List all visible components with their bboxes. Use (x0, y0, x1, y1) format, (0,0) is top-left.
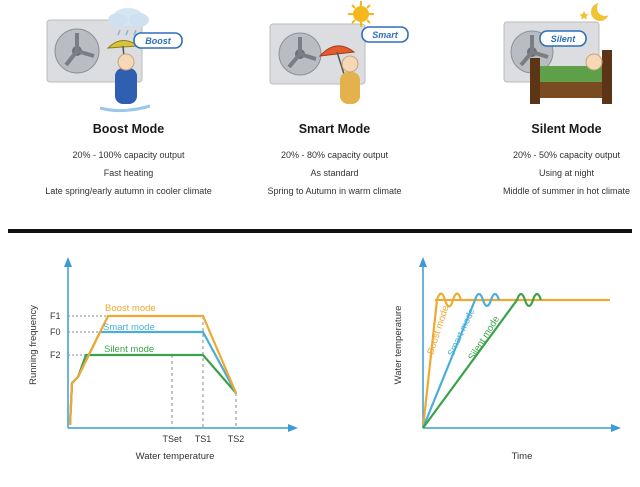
smart-illustration: Smart (269, 1, 409, 104)
y-axis-label: Water temperature (393, 306, 404, 385)
silent-illustration: Silent (503, 0, 613, 104)
usage-text: Fast heating (103, 168, 154, 178)
series-label-boost: Boost mode (105, 303, 156, 314)
x-tick-label: TS2 (228, 434, 245, 444)
capacity-text: 20% - 100% capacity output (72, 150, 185, 160)
x-tick-label: TS1 (195, 434, 212, 444)
rain-cloud-icon (108, 8, 149, 36)
svg-text:Silent: Silent (551, 34, 577, 44)
mode-title: Boost Mode (92, 122, 165, 136)
mode-title: Smart Mode (298, 122, 371, 136)
series-line-smart (421, 292, 501, 429)
chart-axes (64, 257, 298, 432)
season-text: Late spring/early autumn in cooler clima… (45, 186, 212, 196)
mode-card-smart: Smart Smart Mode 20% - 80% capacity outp… (228, 0, 441, 220)
y-tick-label: F0 (50, 327, 61, 337)
mode-card-boost: Boost Boost Mode 20% - 100% capacity out… (22, 0, 235, 220)
silent-bed (530, 50, 612, 104)
svg-text:Smart: Smart (372, 30, 399, 40)
y-axis-label: Running frequency (28, 305, 39, 385)
boost-character (99, 40, 151, 113)
temperature-chart: Boost mode Smart mode Silent mode Time W… (393, 257, 621, 462)
sun-icon (348, 1, 374, 27)
silent-badge: Silent (539, 30, 587, 47)
usage-text: As standard (310, 168, 359, 178)
capacity-text: 20% - 80% capacity output (280, 150, 389, 160)
mode-title: Silent Mode (531, 122, 602, 136)
series-label-silent: Silent mode (104, 344, 154, 355)
frequency-chart: Boost mode Smart mode Silent mode F1 F0 … (28, 257, 298, 462)
boost-badge: Boost (133, 32, 183, 49)
smart-character (318, 45, 360, 104)
section-divider (8, 229, 632, 233)
season-text: Middle of summer in hot climate (502, 186, 631, 196)
y-tick-label: F2 (50, 350, 61, 360)
series-line-silent (68, 353, 237, 426)
usage-text: Using at night (538, 168, 595, 178)
series-line-boost (68, 314, 238, 426)
moon-icon (579, 0, 613, 21)
x-axis-label: Water temperature (136, 451, 215, 462)
heat-pump-icon (269, 23, 366, 85)
series-line-silent (422, 292, 543, 429)
x-tick-label: TSet (162, 434, 182, 444)
series-label-smart: Smart mode (103, 322, 155, 333)
smart-badge: Smart (361, 26, 409, 43)
capacity-text: 20% - 50% capacity output (512, 150, 621, 160)
boost-illustration: Boost (46, 8, 183, 113)
guide-lines (68, 315, 237, 428)
y-tick-label: F1 (50, 311, 61, 321)
heat-pump-icon (46, 19, 143, 83)
series-line-boost (421, 292, 610, 429)
x-axis-label: Time (512, 451, 533, 462)
svg-text:Boost: Boost (145, 36, 172, 46)
season-text: Spring to Autumn in warm climate (267, 186, 402, 196)
chart-axes (419, 257, 621, 432)
mode-card-silent: Silent Silent Mode 20% - 50% capacity ou… (460, 0, 640, 220)
